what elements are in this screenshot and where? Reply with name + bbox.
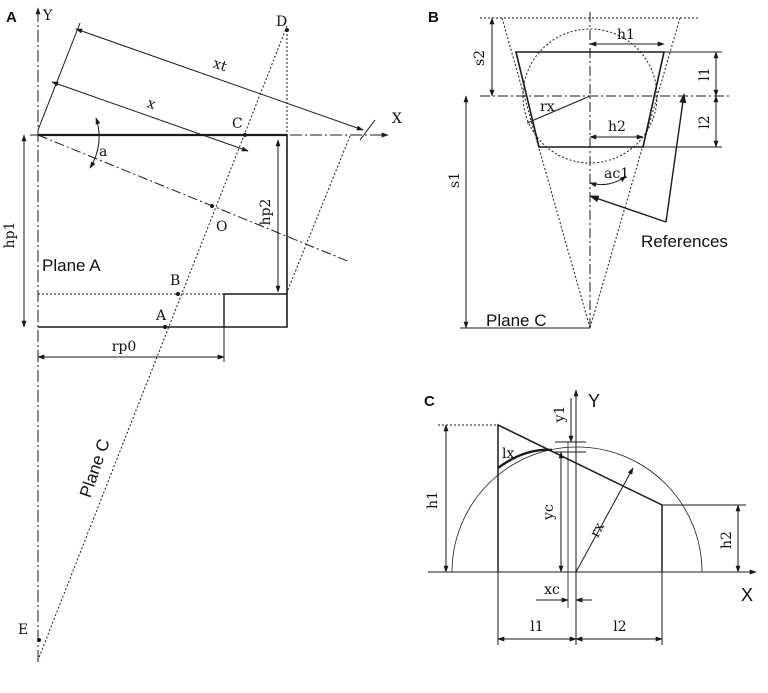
rx-label-c: rx xyxy=(587,520,608,540)
xt-extension-left xyxy=(37,22,81,131)
reference-arrow-upper xyxy=(665,93,687,223)
point-a-label: A xyxy=(155,308,167,324)
ac1-arc xyxy=(589,175,627,188)
reference-arrow-lower xyxy=(589,195,667,223)
point-c-label: C xyxy=(232,116,243,132)
panel-b-label: B xyxy=(428,9,439,26)
x-dimension xyxy=(51,81,249,152)
angle-a-label: a xyxy=(99,144,107,160)
l1-label-c: l1 xyxy=(530,619,543,635)
panel-a-label: A xyxy=(6,9,17,26)
cone-left xyxy=(501,17,591,329)
trapezoid-profile xyxy=(497,423,663,572)
panel-c-label: C xyxy=(424,393,435,410)
l2-label-c: l2 xyxy=(613,619,626,635)
rx-radius xyxy=(526,95,591,124)
panel-a-x-label: X xyxy=(392,111,402,127)
panel-b xyxy=(460,12,732,330)
panel-a xyxy=(21,7,389,662)
point-e xyxy=(37,638,41,642)
references-label: References xyxy=(641,232,728,251)
rx-label-b: rx xyxy=(540,99,555,115)
point-o xyxy=(210,204,214,208)
h2-label-b: h2 xyxy=(608,119,626,135)
h1-label-b: h1 xyxy=(617,27,635,43)
y1-label: y1 xyxy=(552,406,568,424)
xt-extension-right xyxy=(359,119,376,141)
panel-c-y-label: Y xyxy=(588,391,600,411)
plane-a-label: Plane A xyxy=(42,256,101,275)
plane-a-outline xyxy=(38,134,288,328)
hp2-label: hp2 xyxy=(258,199,274,226)
ac1-label: ac1 xyxy=(604,166,629,182)
point-d-label: D xyxy=(276,14,287,30)
point-b xyxy=(176,292,180,296)
panel-c xyxy=(428,389,757,645)
plane-c-label-b: Plane C xyxy=(486,311,546,330)
s1-label: s1 xyxy=(447,172,463,188)
plane-a-step xyxy=(223,293,287,327)
rx-radius-c xyxy=(575,467,634,573)
hp1-label: hp1 xyxy=(2,222,18,249)
plane-c-label-a: Plane C xyxy=(76,437,114,500)
lx-label: lx xyxy=(502,446,514,462)
l1-label-b: l1 xyxy=(697,67,713,80)
semicircle xyxy=(451,446,703,573)
panel-c-x-label: X xyxy=(741,585,753,605)
plane-c-parallel xyxy=(286,135,351,293)
angle-a-arc xyxy=(89,117,101,169)
xt-label: xt xyxy=(211,56,229,76)
h1-label-c: h1 xyxy=(425,491,441,509)
h2-label-c: h2 xyxy=(719,531,735,549)
yc-label: yc xyxy=(541,504,557,521)
l2-label-b: l2 xyxy=(697,115,713,128)
xt-dimension xyxy=(75,28,364,131)
panel-a-points xyxy=(37,28,289,642)
point-b-label: B xyxy=(170,273,180,289)
centerline-through-o xyxy=(37,134,351,263)
point-a xyxy=(163,325,167,329)
s2-label: s2 xyxy=(472,50,488,66)
point-o-label: O xyxy=(216,219,227,235)
panel-a-y-label: Y xyxy=(42,8,53,24)
lx-arc xyxy=(497,448,553,469)
x-label: x xyxy=(145,95,158,113)
cone-right xyxy=(589,17,681,329)
point-c xyxy=(243,133,247,137)
xc-label: xc xyxy=(544,582,560,598)
point-d xyxy=(285,28,289,32)
rp0-label: rp0 xyxy=(112,339,137,355)
point-e-label: E xyxy=(18,622,28,638)
